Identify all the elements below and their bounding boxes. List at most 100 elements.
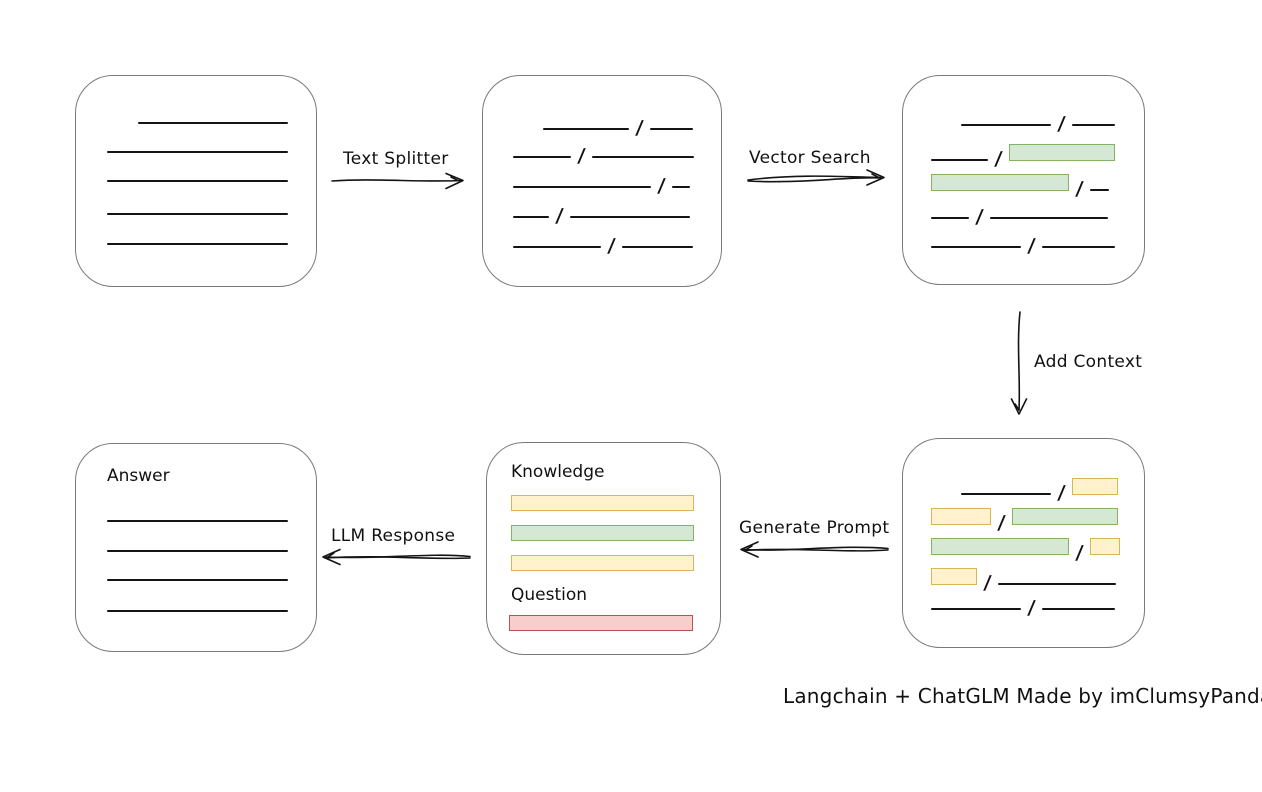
llm-response-label: LLM Response xyxy=(331,526,456,546)
chunk-row: / xyxy=(931,563,1116,594)
answer-label: Answer xyxy=(107,466,170,486)
indent-gap xyxy=(931,494,961,495)
text-line xyxy=(671,186,690,188)
chunk-row xyxy=(107,131,288,153)
text-line xyxy=(931,246,1021,248)
slash-separator: / xyxy=(1056,113,1067,135)
slash-separator: / xyxy=(1056,482,1067,504)
text-splitter-arrow xyxy=(331,172,464,190)
chunk-row: / xyxy=(931,503,1118,534)
red-prompt-bar xyxy=(509,615,693,631)
text-line xyxy=(931,159,988,161)
text-splitter-label: Text Splitter xyxy=(343,149,449,169)
slash-separator: / xyxy=(1026,235,1037,257)
chunk-row xyxy=(107,500,288,522)
green-chunk-bar xyxy=(931,538,1069,555)
text-line xyxy=(107,550,288,552)
text-line xyxy=(931,217,969,219)
text-line xyxy=(107,579,288,581)
add-context-label: Add Context xyxy=(1034,352,1143,372)
indent-gap xyxy=(931,125,961,126)
yellow-prompt-bar xyxy=(511,495,694,511)
chunk-row: / xyxy=(931,104,1115,135)
text-line xyxy=(1089,189,1109,191)
slash-separator: / xyxy=(554,205,565,227)
chunk-row xyxy=(107,530,288,552)
question-label: Question xyxy=(511,585,588,605)
question-bars xyxy=(509,615,693,645)
knowledge-bars xyxy=(511,495,694,585)
chunk-row: / xyxy=(513,166,690,197)
generate-prompt-label: Generate Prompt xyxy=(739,518,890,538)
text-line xyxy=(513,246,601,248)
node-vector-search-result: ///// xyxy=(902,75,1145,285)
caption-text: Langchain + ChatGLM Made by imClumsyPand… xyxy=(783,684,1262,708)
text-line xyxy=(931,608,1021,610)
add-context-arrow xyxy=(1010,311,1028,415)
chunk-row: / xyxy=(513,226,693,257)
slash-separator: / xyxy=(656,175,667,197)
text-line xyxy=(138,122,288,124)
slash-separator: / xyxy=(974,206,985,228)
yellow-prompt-bar xyxy=(511,555,694,571)
text-line xyxy=(591,156,694,158)
text-line xyxy=(1041,246,1115,248)
chunk-row xyxy=(107,193,288,215)
chunk-row: / xyxy=(931,169,1109,200)
text-line xyxy=(107,610,288,612)
text-line xyxy=(1041,608,1115,610)
chunk-row: / xyxy=(513,196,690,227)
chunk-row xyxy=(107,223,288,245)
vector-search-label: Vector Search xyxy=(749,148,871,168)
llm-response-arrow xyxy=(322,548,471,566)
yellow-chunk-bar xyxy=(1089,538,1120,555)
slash-separator: / xyxy=(1026,597,1037,619)
indent-gap xyxy=(513,129,543,130)
chunk-row: / xyxy=(931,226,1115,257)
node-source-document xyxy=(75,75,317,287)
node-context-chunks: ///// xyxy=(902,438,1145,648)
text-line xyxy=(107,151,288,153)
text-line xyxy=(649,128,693,130)
chunk-row: / xyxy=(931,533,1120,564)
slash-separator: / xyxy=(996,512,1007,534)
text-line xyxy=(107,520,288,522)
text-line xyxy=(543,128,629,130)
node-answer: Answer xyxy=(75,443,317,652)
text-line xyxy=(989,217,1108,219)
chunk-row: / xyxy=(513,108,693,139)
slash-separator: / xyxy=(1074,542,1085,564)
node-prompt: Knowledge Question xyxy=(486,442,721,655)
slash-separator: / xyxy=(606,235,617,257)
green-chunk-bar xyxy=(1008,144,1115,161)
chunk-row: / xyxy=(931,588,1115,619)
slash-separator: / xyxy=(993,148,1004,170)
generate-prompt-arrow xyxy=(740,541,889,558)
chunk-row: / xyxy=(931,197,1108,228)
slash-separator: / xyxy=(576,145,587,167)
indent-gap xyxy=(107,123,138,124)
chunk-row xyxy=(107,590,288,612)
text-line xyxy=(513,216,549,218)
chunk-row: / xyxy=(513,136,694,167)
chunk-row xyxy=(107,559,288,581)
text-line xyxy=(961,493,1051,495)
chunk-row xyxy=(107,160,288,182)
text-line xyxy=(961,124,1051,126)
text-line xyxy=(107,180,288,182)
green-chunk-bar xyxy=(1011,508,1118,525)
vector-search-arrow xyxy=(747,169,885,186)
text-line xyxy=(997,583,1116,585)
text-line xyxy=(569,216,690,218)
chunk-row: / xyxy=(931,473,1118,504)
chunk-row: / xyxy=(931,139,1115,170)
green-chunk-bar xyxy=(931,174,1069,191)
node-split-chunks: / / / / / xyxy=(482,75,722,287)
text-line xyxy=(1071,124,1115,126)
yellow-chunk-bar xyxy=(1071,478,1118,495)
chunk-row xyxy=(107,102,288,124)
text-line xyxy=(621,246,693,248)
text-line xyxy=(107,213,288,215)
text-line xyxy=(513,186,651,188)
